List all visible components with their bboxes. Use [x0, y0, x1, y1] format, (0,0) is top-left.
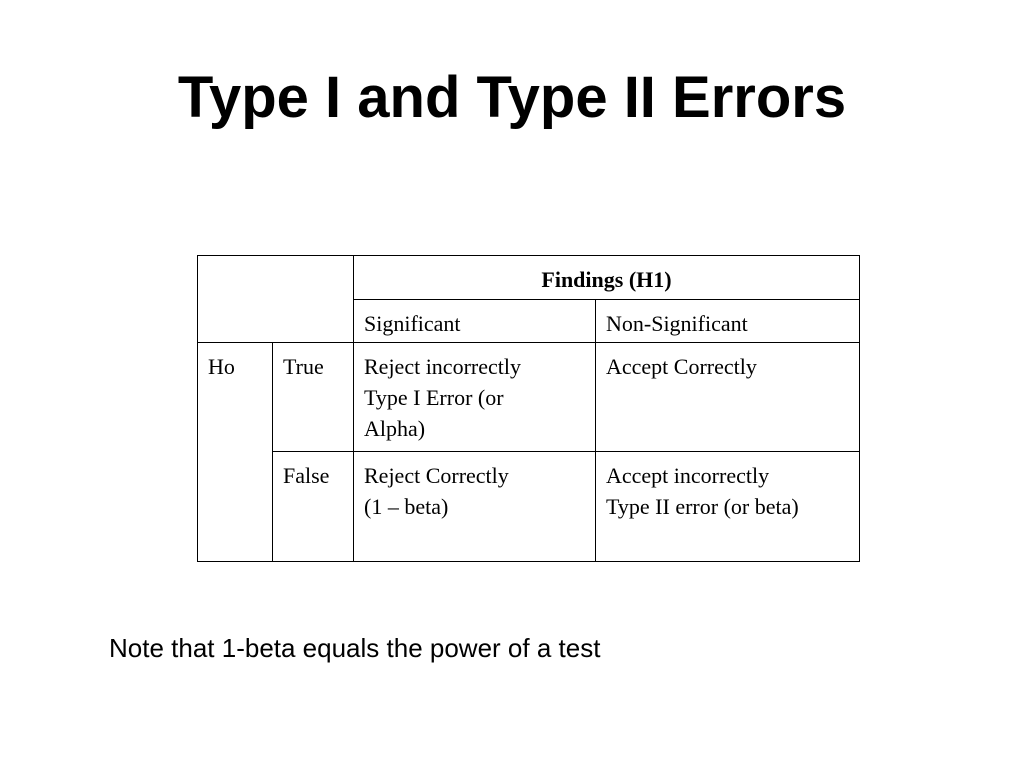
cell-false-significant: Reject Correctly (1 – beta) [353, 451, 596, 562]
table-row-findings-header: Findings (H1) [197, 255, 860, 343]
table-row-column-labels: Significant Non-Significant [198, 299, 860, 343]
cell-line: Accept incorrectly [606, 463, 770, 488]
corner-empty-cell [197, 255, 354, 343]
footnote-text: Note that 1-beta equals the power of a t… [109, 633, 601, 663]
row-label-false: False [272, 451, 354, 562]
cell-line: Accept Correctly [606, 354, 757, 379]
cell-line: Reject incorrectly [364, 354, 521, 379]
column-label-significant: Significant [353, 299, 596, 343]
column-label-non-significant: Non-Significant [595, 299, 860, 343]
table-row-true: Ho True Reject incorrectly Type I Error … [197, 342, 860, 562]
slide-title: Type I and Type II Errors [177, 65, 847, 130]
cell-true-significant: Reject incorrectly Type I Error (or Alph… [353, 342, 596, 452]
row-label-true: True [272, 342, 354, 452]
findings-header-cell: Findings (H1) [353, 255, 860, 300]
cell-true-non-significant: Accept Correctly [595, 342, 860, 452]
cell-false-non-significant: Accept incorrectly Type II error (or bet… [595, 451, 860, 562]
cell-line: Alpha) [364, 416, 426, 441]
table-row-false: False Reject Correctly (1 – beta) Accept… [198, 451, 860, 562]
cell-line: Type I Error (or [364, 385, 504, 410]
cell-line: Reject Correctly [364, 463, 509, 488]
row-group-ho-cell: Ho [197, 342, 273, 562]
cell-line: Type II error (or beta) [606, 494, 799, 519]
error-matrix-table: Findings (H1) Significant Non-Significan… [197, 255, 860, 562]
cell-line: (1 – beta) [364, 494, 449, 519]
